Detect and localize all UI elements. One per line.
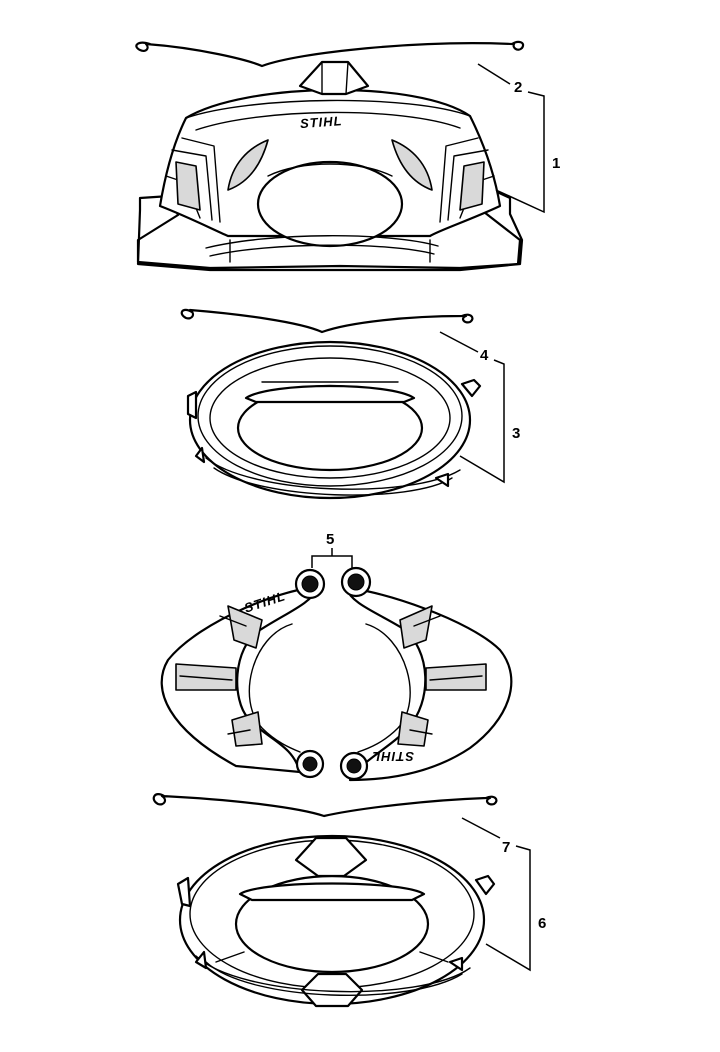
- callout-5: 5: [326, 531, 334, 548]
- callout-group-6-7: 7 6: [461, 817, 546, 972]
- brand-logo-right-half: STIHL: [371, 749, 414, 764]
- callout-2: 2: [514, 79, 522, 96]
- callout-4: 4: [480, 347, 489, 364]
- callout-1: 1: [552, 155, 560, 172]
- part-7-spring-wire: [152, 793, 498, 818]
- callout-group-5: 5: [311, 531, 353, 568]
- brand-logo-top: STIHL: [300, 113, 344, 131]
- part-6-bottom-cover: [176, 834, 496, 1008]
- part-5-split-disc: STIHL STIHL: [160, 566, 513, 782]
- part-1-housing: STIHL: [136, 60, 524, 272]
- callout-7: 7: [502, 839, 510, 856]
- callout-group-3-4: 4 3: [439, 331, 520, 484]
- part-4-spring-wire: [180, 308, 474, 334]
- callout-group-1-2: 2 1: [477, 63, 560, 214]
- callout-6: 6: [538, 915, 546, 932]
- part-3-ring-cover: [186, 340, 482, 500]
- callout-3: 3: [512, 425, 520, 442]
- part-2-spring-wire: [135, 40, 525, 68]
